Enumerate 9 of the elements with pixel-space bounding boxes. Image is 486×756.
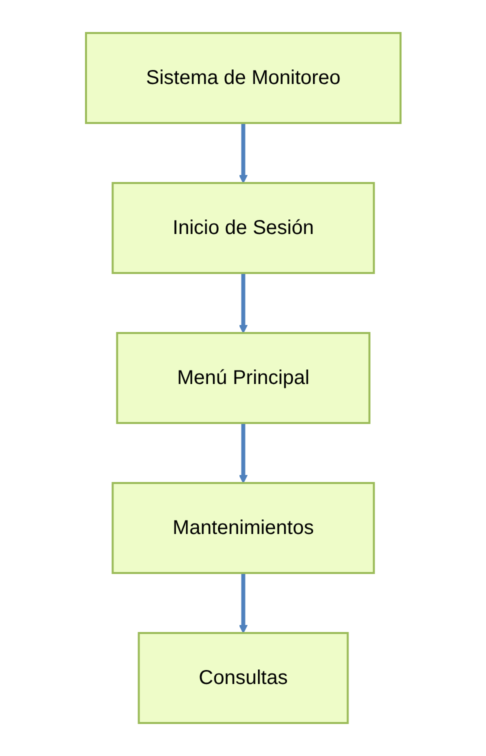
- arrow: [238, 123, 248, 184]
- node-box: Consultas: [138, 632, 348, 724]
- arrow: [238, 273, 248, 334]
- arrow: [238, 423, 248, 484]
- node-box: Menú Principal: [116, 332, 370, 424]
- arrow: [238, 573, 248, 634]
- node-box: Sistema de Monitoreo: [84, 32, 402, 124]
- node-box: Mantenimientos: [111, 482, 375, 574]
- node-box: Inicio de Sesión: [111, 182, 375, 274]
